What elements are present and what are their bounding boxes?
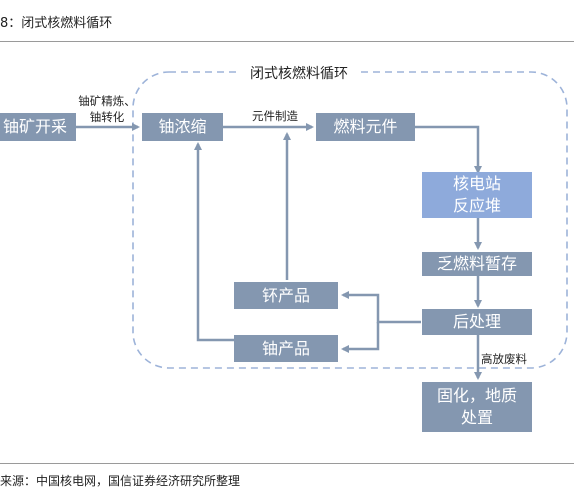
label-conversion: 铀矿精炼、 铀转化 — [74, 93, 140, 125]
source-note: 来源：中国核电网，国信证券经济研究所整理 — [0, 474, 241, 488]
node-spent-storage: 乏燃料暂存 — [422, 252, 532, 276]
node-reactor: 核电站 反应堆 — [422, 172, 532, 218]
node-enrichment: 铀浓缩 — [142, 113, 223, 141]
arrow-reprocessing-to-uranium — [341, 322, 380, 353]
figure-title: 8：闭式核燃料循环 — [0, 16, 113, 31]
node-fuel-element: 燃料元件 — [316, 113, 415, 141]
cycle-label: 闭式核燃料循环 — [240, 60, 358, 86]
node-disposal-line1: 固化，地质 — [436, 386, 517, 405]
node-plutonium: 钚产品 — [234, 282, 338, 309]
node-mining: 铀矿开采 — [0, 113, 76, 141]
node-uranium: 铀产品 — [234, 335, 338, 362]
arrow-uranium-to-enrichment — [194, 142, 234, 342]
arrow-fuel-to-reactor — [415, 125, 482, 174]
node-reprocessing: 后处理 — [422, 309, 532, 335]
node-disposal-line2: 处置 — [460, 408, 493, 427]
node-reactor-line1: 核电站 — [452, 174, 501, 193]
label-high-level-waste: 高放废料 — [481, 352, 527, 366]
node-reactor-line2: 反应堆 — [452, 196, 501, 215]
node-disposal: 固化，地质 处置 — [422, 382, 532, 432]
label-conversion-line2: 铀转化 — [89, 110, 125, 124]
label-fabrication: 元件制造 — [252, 109, 298, 123]
label-conversion-line1: 铀矿精炼、 — [78, 94, 136, 108]
top-rule — [0, 41, 574, 42]
arrow-reprocessing-to-plutonium — [341, 291, 421, 324]
bottom-rule — [0, 463, 574, 464]
